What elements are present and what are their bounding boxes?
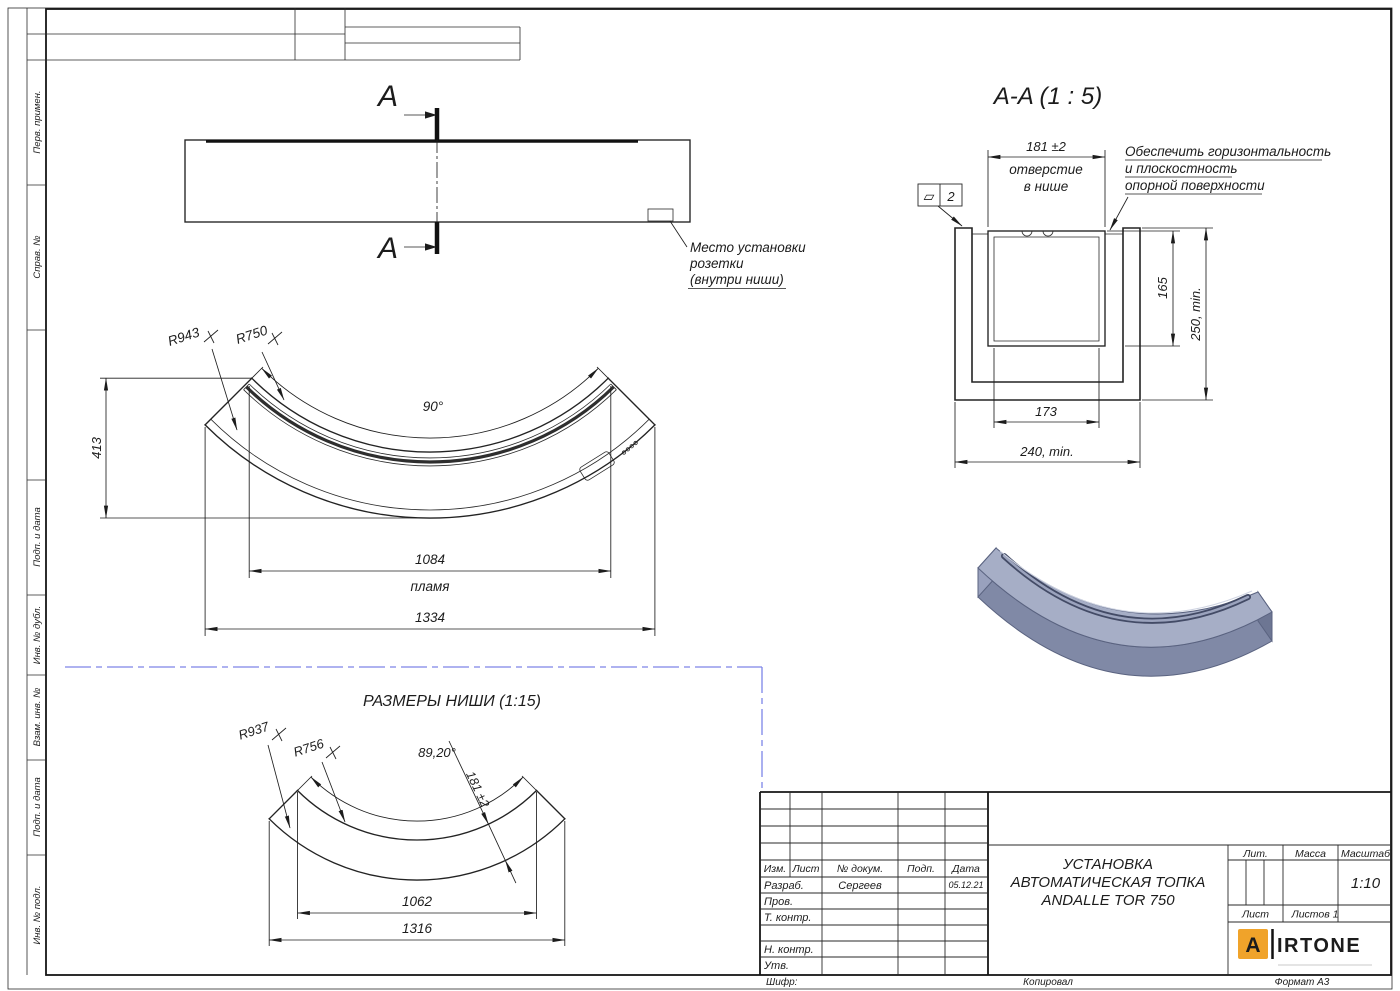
- margin-label-inv-podl: Инв. № подл.: [32, 886, 43, 945]
- iso-top-highlight: [999, 550, 1253, 614]
- copied-label: Копировал: [1023, 977, 1073, 988]
- socket-note-line2: розетки: [689, 256, 744, 271]
- margin-label-sprav-no: Справ. №: [32, 235, 43, 278]
- tb-developer-name: Сергеев: [838, 880, 882, 892]
- opening-note-1: отверстие: [1009, 162, 1083, 177]
- margin-label-vzam-inv: Взам. инв. №: [32, 688, 43, 747]
- section-aa-view: A-A (1 : 5) 181 ±2 отверстие в нише ▱ 2 …: [917, 83, 1331, 468]
- surface-note-line2: и плоскостность: [1125, 161, 1237, 176]
- margin-label-perv-primen: Перв. примен.: [32, 90, 43, 153]
- section-aa-title: A-A (1 : 5): [992, 83, 1102, 110]
- tb-row-razrab: Разраб.: [764, 880, 804, 892]
- dim-opening: 181 ±2: [1026, 139, 1066, 154]
- tb-col-izm: Изм.: [764, 863, 786, 875]
- section-arrow-top: [425, 111, 437, 119]
- flame-label: пламя: [410, 579, 449, 594]
- tb-mass-label: Масса: [1295, 848, 1326, 860]
- footer-labels: Шифр: Копировал Формат А3: [766, 976, 1330, 988]
- control-panel: [579, 451, 615, 481]
- niche-walls: [954, 227, 1141, 401]
- niche-dim-inner: 1062: [402, 894, 433, 909]
- niche-dim-overall: 1316: [402, 921, 433, 936]
- logo-letter: A: [1245, 934, 1260, 957]
- tb-lit-label: Лит.: [1242, 848, 1268, 860]
- dim-height: 413: [89, 436, 104, 458]
- tb-row-prov: Пров.: [764, 896, 793, 908]
- iso-slot-fill: [1002, 554, 1250, 622]
- niche-angle: 89,20°: [418, 745, 456, 760]
- doc-title-line3: ANDALLE TOR 750: [1040, 892, 1175, 909]
- dim-overall: 1334: [415, 610, 445, 625]
- tb-row-nkontr: Н. контр.: [764, 944, 814, 956]
- surface-note-line1: Обеспечить горизонтальность: [1125, 144, 1331, 159]
- tb-scale-label: Масштаб: [1341, 848, 1391, 860]
- insert-body: [987, 230, 1106, 347]
- dim-niche-width: 240, min.: [1019, 444, 1073, 459]
- dim-niche-depth: 250, min.: [1188, 287, 1203, 341]
- section-letter-bottom: A: [376, 232, 398, 265]
- dim-angle: 90°: [423, 399, 444, 414]
- tb-col-dokum: № докум.: [837, 863, 883, 875]
- dim-insert-width: 173: [1035, 404, 1057, 419]
- iso-view: [977, 546, 1273, 677]
- logo-airtone: A IRTONE: [1238, 929, 1372, 966]
- socket-rect: [647, 208, 674, 222]
- tb-date: 05.12.21: [948, 880, 983, 890]
- dim-flame: 1084: [415, 552, 445, 567]
- burner-slot: [245, 385, 615, 464]
- side-view: A A Место установки розетки (внутри ниши…: [184, 80, 806, 289]
- socket-note-line1: Место установки: [690, 240, 806, 255]
- margin-label-podp-data-2: Подп. и дата: [32, 777, 43, 836]
- logo-a-mark: [1238, 929, 1268, 959]
- tb-sheets-label: Листов 1: [1291, 909, 1339, 921]
- socket-note-line3: (внутри ниши): [690, 272, 784, 287]
- tb-sheet-label: Лист: [1241, 909, 1269, 921]
- margin-label-podp-data-1: Подп. и дата: [32, 507, 43, 566]
- opening-note-2: в нише: [1024, 179, 1068, 194]
- section-letter-top: A: [376, 80, 398, 113]
- format-label: Формат А3: [1275, 977, 1330, 988]
- doc-title-line2: АВТОМАТИЧЕСКАЯ ТОПКА: [1010, 874, 1206, 891]
- tb-row-tkontr: Т. контр.: [764, 912, 811, 924]
- surface-note: Обеспечить горизонтальность и плоскостно…: [1109, 144, 1331, 231]
- tb-col-podp: Подп.: [907, 863, 935, 875]
- dim-insert-depth: 165: [1155, 276, 1170, 298]
- doc-title-line1: УСТАНОВКА: [1062, 856, 1153, 873]
- surface-note-line3: опорной поверхности: [1125, 178, 1265, 193]
- sheet-frame: [7, 7, 1393, 990]
- margin-label-inv-dubl: Инв. № дубл.: [32, 606, 43, 664]
- tb-row-utv: Утв.: [763, 960, 789, 972]
- view-boundary-lines: [65, 666, 763, 790]
- tb-scale-value: 1:10: [1351, 875, 1381, 892]
- cipher-label: Шифр:: [766, 976, 798, 988]
- title-block: Изм. Лист № докум. Подп. Дата Разраб. Пр…: [759, 791, 1391, 975]
- niche-view-title: РАЗМЕРЫ НИШИ (1:15): [363, 693, 541, 710]
- section-arrow-bottom: [425, 243, 437, 251]
- logo-word: IRTONE: [1277, 935, 1361, 957]
- tb-col-data: Дата: [951, 863, 980, 875]
- tb-col-list: Лист: [791, 863, 819, 875]
- flatness-value: 2: [946, 189, 955, 204]
- burner-notch-left: [1021, 230, 1033, 237]
- flatness-frame: ▱ 2: [917, 183, 963, 227]
- burner-notch-right: [1042, 230, 1054, 237]
- flatness-icon: ▱: [924, 188, 935, 204]
- margin-labels: Перв. примен. Справ. № Подп. и дата Инв.…: [32, 90, 43, 944]
